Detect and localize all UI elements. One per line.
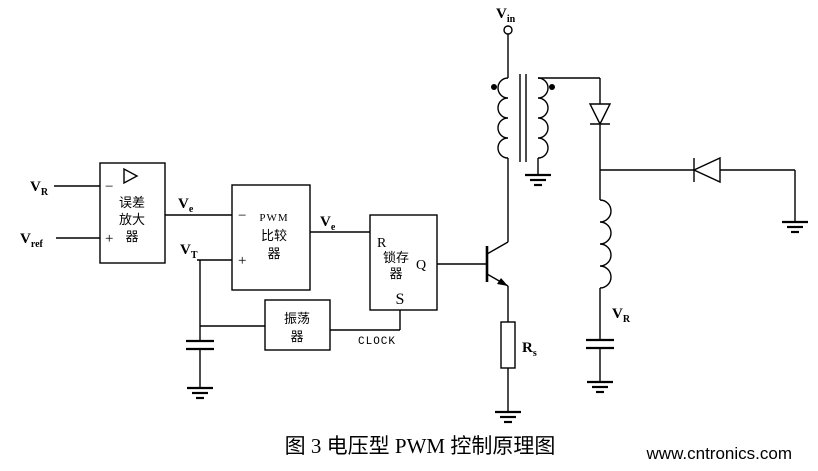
latch-label-1: 锁存: [383, 250, 409, 265]
oscillator-label-2: 器: [290, 329, 303, 344]
pwm-comparator-label-1: PWM: [259, 212, 288, 224]
ground-symbol: [523, 173, 553, 187]
watermark: www.cntronics.com: [646, 444, 792, 463]
error-amplifier-label-1: 误差: [119, 195, 145, 210]
pwm-comparator-label-2: 比较: [261, 228, 287, 243]
vin-terminal: [503, 25, 513, 35]
secondary-winding: [537, 77, 549, 159]
oscillator-box: [264, 299, 331, 351]
pwm-comparator-label-3: 器: [267, 246, 280, 261]
error-amplifier-label-3: 器: [125, 229, 138, 244]
phase-dot-icon: [549, 84, 555, 90]
resistor-rs: [500, 321, 516, 369]
minus-input-sign: −: [105, 179, 113, 195]
label-vr-output: VR: [612, 306, 631, 325]
latch-s-pin: S: [396, 291, 405, 308]
ground-symbol: [493, 410, 523, 424]
opamp-triangle-icon: [123, 167, 139, 185]
label-vref-input: Vref: [20, 231, 44, 250]
rectifier-diode: [588, 103, 612, 126]
transformer: [491, 74, 555, 162]
diode-triangle: [692, 156, 721, 184]
phase-dot-icon: [491, 84, 497, 90]
oscillator-block: 振荡 器: [264, 299, 331, 351]
error-amplifier-label-2: 放大: [119, 212, 145, 227]
label-ve-error: Ve: [178, 196, 194, 215]
pwm-comparator-box: [231, 184, 311, 291]
latch-box: [369, 214, 438, 311]
latch-q-pin: Q: [416, 258, 426, 273]
ground-symbol: [780, 220, 810, 234]
latch-r-pin: R: [377, 236, 387, 251]
label-ve-comp: Ve: [320, 214, 336, 233]
error-amplifier-box: [99, 162, 166, 264]
freewheel-diode: [692, 156, 721, 184]
latch-label-2: 器: [389, 266, 402, 281]
label-clock: CLOCK: [358, 336, 396, 348]
label-vin: Vin: [496, 6, 516, 25]
label-vr-input: VR: [30, 179, 49, 198]
figure-caption: 图 3 电压型 PWM 控制原理图: [285, 434, 556, 458]
latch-block: R 锁存 器 Q S: [369, 214, 438, 311]
plus-input-sign: +: [105, 231, 113, 247]
minus-input-sign: −: [238, 208, 246, 224]
output-inductor: [599, 199, 612, 289]
error-amplifier-block: − + 误差 放大 器: [99, 162, 166, 264]
transistor-collector: [486, 241, 509, 255]
pwm-comparator-block: − + PWM 比较 器: [231, 184, 311, 291]
label-rs: Rs: [522, 340, 537, 359]
diode-triangle: [588, 103, 612, 126]
power-transistor: [485, 241, 509, 287]
timing-capacitor: [186, 339, 214, 351]
plus-input-sign: +: [238, 253, 246, 269]
ground-symbol: [585, 380, 615, 394]
output-capacitor: [586, 338, 614, 350]
oscillator-label-1: 振荡: [284, 311, 310, 326]
label-vt: VT: [180, 242, 198, 261]
primary-winding: [497, 77, 509, 159]
emitter-arrow-icon: [497, 278, 508, 286]
ground-symbol: [185, 386, 215, 400]
